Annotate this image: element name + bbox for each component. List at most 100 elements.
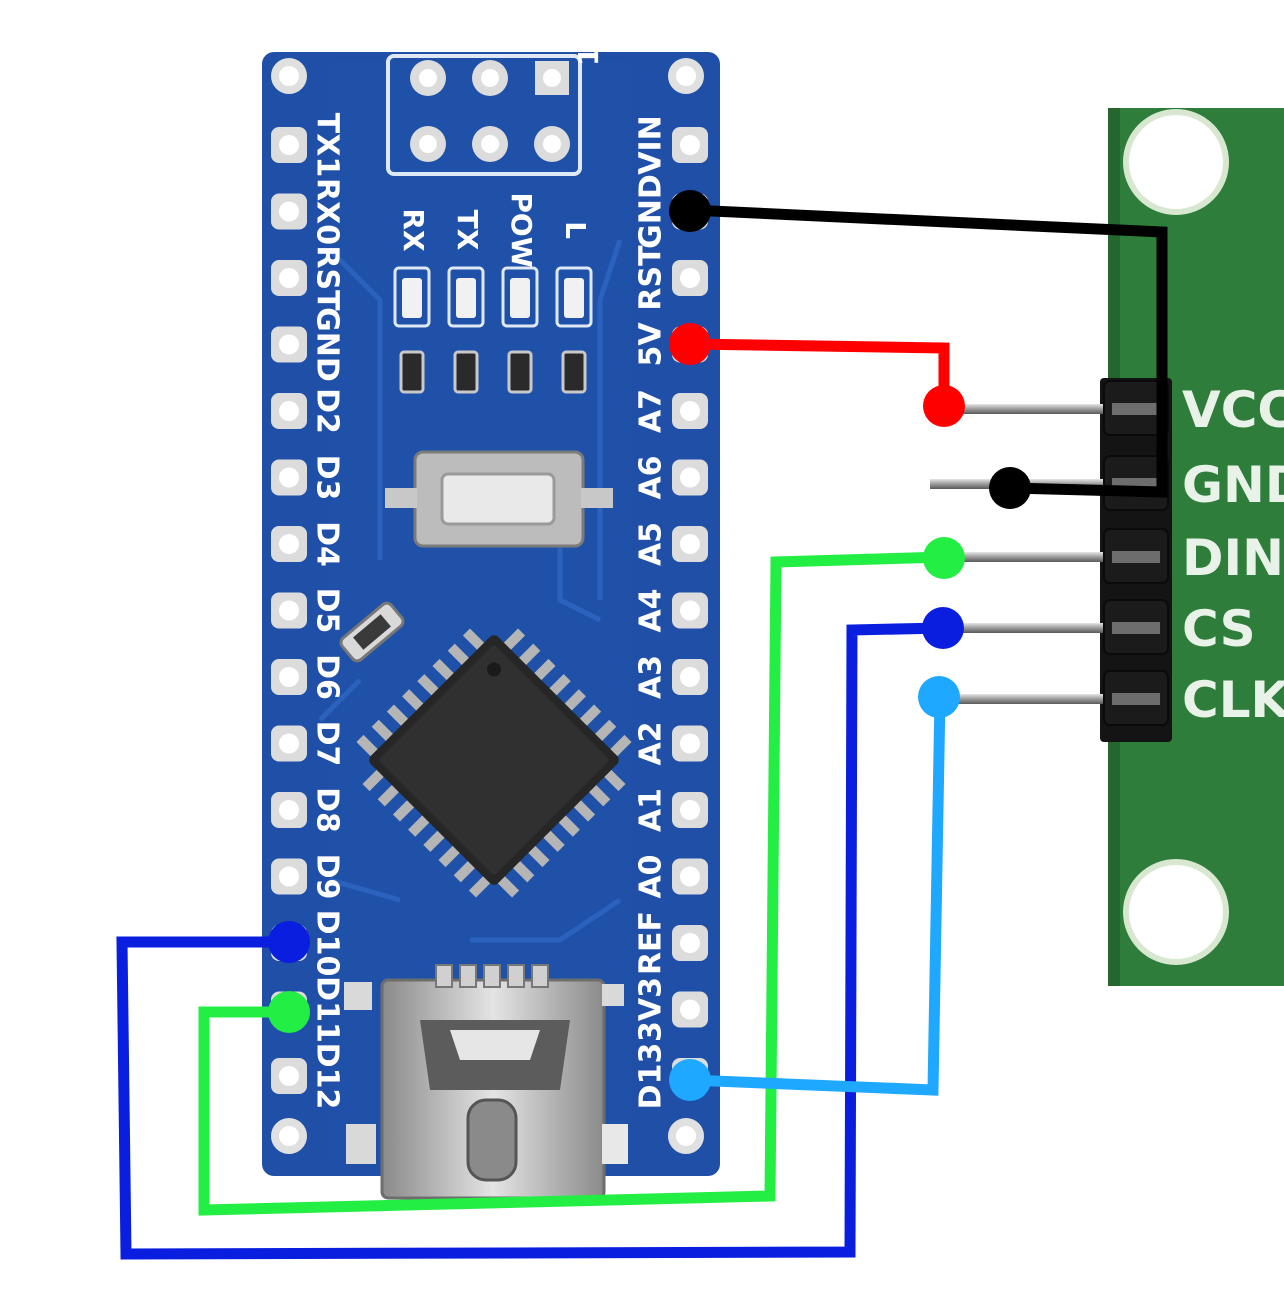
wire-endpoints [268, 190, 1031, 1101]
header-pin-shine [1112, 403, 1160, 415]
left-pin-d5-hole [279, 600, 299, 621]
board-mount-holes [271, 58, 704, 1154]
module-pin-label-gnd: GND [1182, 456, 1284, 514]
led-resistor-l [561, 350, 587, 394]
right-pin-label-a6: A6 [634, 455, 669, 499]
wire-din-end-board [268, 991, 310, 1033]
left-pin-d6-hole [279, 667, 299, 687]
left-pin-d3-hole [279, 467, 299, 488]
header-pin-din [945, 552, 1140, 562]
left-pin-label-d10: D10 [310, 910, 345, 977]
left-pin-label-d9: D9 [310, 854, 345, 900]
right-pin-label-a7: A7 [634, 389, 669, 433]
right-pin-label-ref: REF [634, 911, 669, 975]
right-pin-label-gnd: GND [634, 174, 669, 249]
module-mount-hole-bottom [1123, 859, 1229, 965]
led-tx [456, 278, 476, 318]
left-pin-label-d4: D4 [310, 521, 345, 567]
left-pin-label-d5: D5 [310, 588, 345, 634]
right-pin-label-d13: D13 [634, 1043, 669, 1110]
left-pin-label-rst: RST [310, 245, 345, 311]
right-pin-ref-hole [680, 933, 700, 953]
led-l [564, 278, 584, 318]
right-pin-label-a5: A5 [634, 522, 669, 566]
icsp-pin-hole [419, 135, 437, 153]
left-pin-d9-hole [279, 866, 299, 887]
wire-din-end-module [923, 537, 965, 579]
left-pin-label-d6: D6 [310, 654, 345, 700]
wire-gnd [689, 204, 1168, 498]
icsp-pin-hole [543, 135, 561, 153]
right-pin-label-a3: A3 [634, 655, 669, 699]
header-pin-cs [945, 623, 1140, 633]
reset-button-tab-left [385, 488, 417, 508]
arduino-nano-board: 1 RX TX POW L [262, 47, 720, 1200]
left-pin-d8-hole [279, 800, 299, 820]
wires [116, 204, 1168, 1260]
wire-gnd-end-module [989, 467, 1031, 509]
right-pin-a0-hole [680, 866, 700, 887]
left-pin-d12-hole [279, 1066, 299, 1086]
left-pin-rx0-hole [279, 201, 299, 222]
right-pin-vin-hole [680, 135, 700, 155]
wire-gnd-end-board [669, 190, 711, 232]
wire-vcc-end-board [669, 323, 711, 365]
right-pin-a3-hole [680, 667, 700, 687]
header-pin-clk [945, 694, 1140, 704]
right-pin-a2-hole [680, 733, 700, 754]
led-resistor-tx [453, 350, 479, 394]
left-pin-d4-hole [279, 534, 299, 554]
icsp-pin-hole [481, 135, 499, 153]
icsp-pin-hole [419, 69, 437, 87]
module-mount-hole-top [1123, 109, 1229, 215]
right-pin-a5-hole [680, 534, 700, 554]
usb-contacts [435, 964, 549, 988]
led-label-l: L [559, 221, 592, 239]
right-pin-label-a0: A0 [634, 854, 669, 898]
header-pin-shine [1112, 693, 1160, 705]
left-pin-label-d12: D12 [310, 1043, 345, 1110]
left-pin-label-tx1: TX1 [310, 113, 345, 177]
left-pin-label-rx0: RX0 [310, 178, 345, 245]
led-label-rx: RX [397, 208, 430, 252]
led-rx [402, 278, 422, 318]
icsp-pin1-marker: 1 [572, 47, 605, 66]
wire-vcc-end-module [923, 385, 965, 427]
left-pin-label-d11: D11 [310, 976, 345, 1043]
led-resistor-pow [507, 350, 533, 394]
reset-button[interactable] [385, 450, 613, 548]
wire-clk-end-board [669, 1059, 711, 1101]
led-label-tx: TX [451, 210, 484, 251]
led-outline-tx [447, 266, 485, 328]
module-pin-label-din: DIN [1182, 529, 1284, 587]
chip-body-sheen [379, 645, 609, 875]
reset-button-cap [440, 472, 556, 526]
mini-usb-connector[interactable] [344, 964, 628, 1200]
wire-cs-end-module [922, 607, 964, 649]
right-pin-label-5v: 5V [634, 322, 669, 367]
led-resistor-rx [399, 350, 425, 394]
header-pin-shine [1112, 551, 1160, 563]
board-hole-br [668, 1118, 704, 1154]
led-label-pow: POW [505, 192, 538, 267]
left-pin-label-gnd: GND [310, 307, 345, 382]
wire-din [198, 551, 946, 1216]
icsp-pin-hole [543, 69, 561, 87]
left-pin-label-d3: D3 [310, 455, 345, 501]
reset-button-tab-right [581, 488, 613, 508]
right-pin-label-rst: RST [634, 245, 669, 311]
right-pin-label-vin: VIN [634, 115, 669, 175]
right-pin-label-3v3: 3V3 [634, 977, 669, 1042]
header-pins [930, 380, 1169, 726]
led-outline-rx [393, 266, 431, 328]
right-pin-3v3-hole [680, 999, 700, 1020]
led-pow [510, 278, 530, 318]
icsp-outline [386, 54, 582, 176]
board-hole-bl [271, 1118, 307, 1154]
board-hole-tl [271, 58, 307, 94]
chip-pin1-dot [486, 662, 501, 677]
crystal [339, 601, 405, 663]
right-pin-label-a4: A4 [634, 588, 669, 632]
